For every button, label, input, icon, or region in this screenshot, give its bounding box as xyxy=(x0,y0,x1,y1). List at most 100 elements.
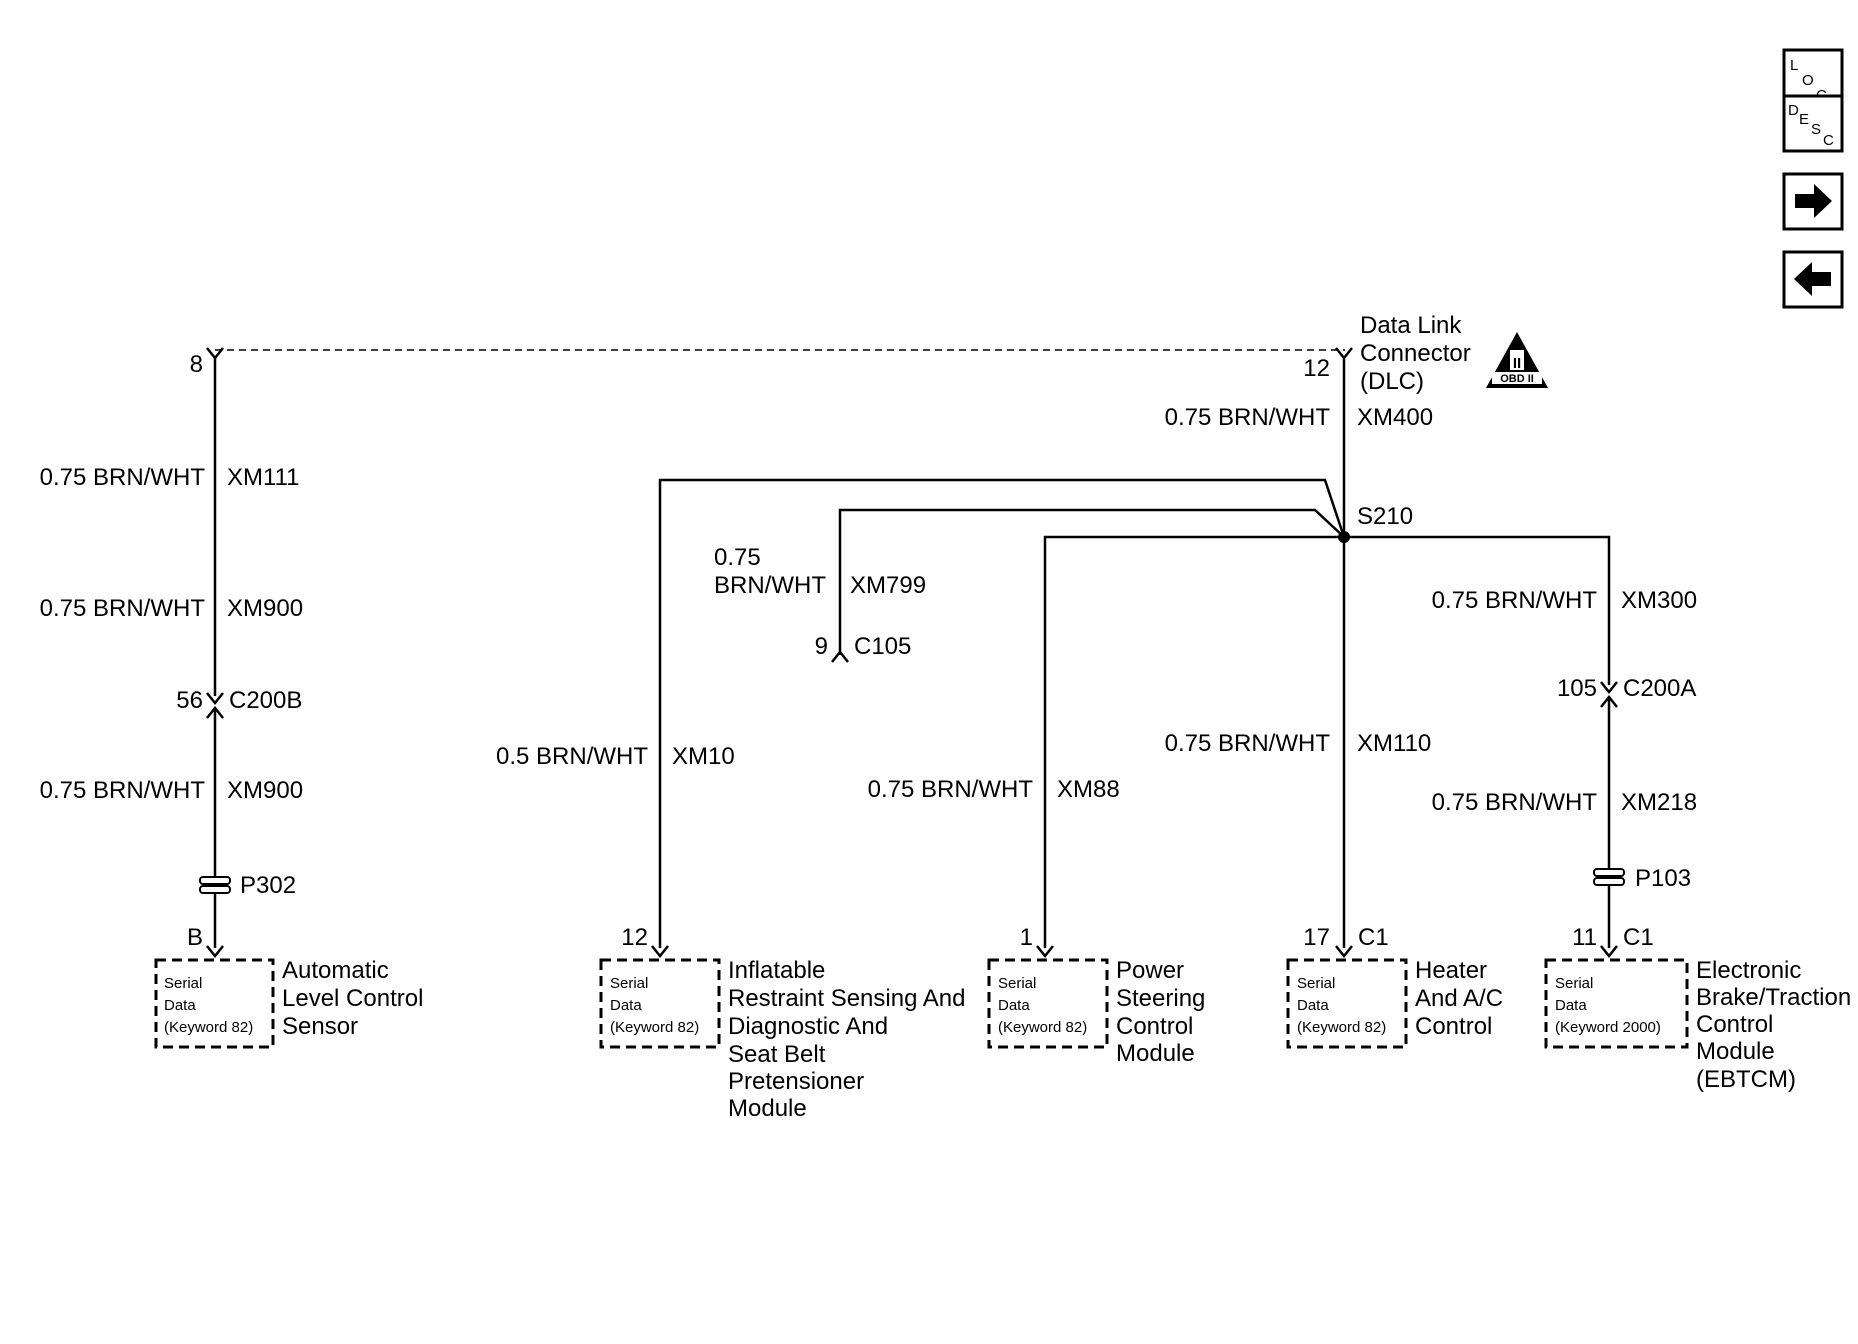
left-top-pin: 8 xyxy=(190,351,203,378)
arrow-right-icon xyxy=(1795,184,1832,218)
xm10-gauge: 0.5 BRN/WHT xyxy=(496,743,648,770)
module-2-pin: 12 xyxy=(621,924,648,951)
dlc-title-line3: (DLC) xyxy=(1360,368,1424,395)
c105-name: C105 xyxy=(854,633,911,660)
dlc-title-line2: Connector xyxy=(1360,340,1471,367)
obd-ii-badge: II OBD II xyxy=(1486,332,1548,388)
xm300-circuit: XM300 xyxy=(1621,587,1697,614)
module-5-keyword: (Keyword 2000) xyxy=(1555,1019,1661,1036)
module-ebtcm: 11 C1 Serial Data (Keyword 2000) Electro… xyxy=(1544,924,1851,1093)
module-3-name-line4: Module xyxy=(1116,1040,1195,1067)
module-power-steering: 1 Serial Data (Keyword 82) Power Steerin… xyxy=(987,924,1205,1067)
module-4-serial: Serial xyxy=(1297,975,1335,992)
module-5-serial: Serial xyxy=(1555,975,1593,992)
c200b-name: C200B xyxy=(229,687,302,714)
desc-button[interactable]: D E S C xyxy=(1782,94,1844,153)
module-2-serial: Serial xyxy=(610,975,648,992)
desc-letter-c: C xyxy=(1823,132,1834,149)
desc-letter-e: E xyxy=(1799,111,1809,128)
module-3-name-line3: Control xyxy=(1116,1013,1193,1040)
branch-inflatable-restraint: 0.5 BRN/WHT XM10 xyxy=(496,478,1346,948)
module-1-data: Data xyxy=(164,997,196,1014)
module-5-name-line5: (EBTCM) xyxy=(1696,1066,1796,1093)
module-3-data: Data xyxy=(998,997,1030,1014)
module-4-data: Data xyxy=(1297,997,1329,1014)
branch-power-steering: 0.75 BRN/WHT XM88 xyxy=(868,535,1344,948)
main-trunk: 0.75 BRN/WHT XM400 S210 0.75 BRN/WHT XM1… xyxy=(1165,358,1433,948)
module-heater-ac-control: 17 C1 Serial Data (Keyword 82) Heater An… xyxy=(1286,924,1503,1049)
p302-label: P302 xyxy=(240,872,296,899)
xm900-circuit-lower: XM900 xyxy=(227,777,303,804)
module-4-pin: 17 xyxy=(1303,924,1330,951)
xm110-circuit: XM110 xyxy=(1357,730,1431,757)
branch-c105: 0.75 BRN/WHT XM799 9 C105 xyxy=(714,508,1345,663)
xm799-gauge-line1: 0.75 xyxy=(714,544,761,571)
xm111-gauge: 0.75 BRN/WHT xyxy=(40,464,206,491)
dlc-title-line1: Data Link xyxy=(1360,312,1462,339)
module-3-name-line1: Power xyxy=(1116,957,1184,984)
module-4-name-line2: And A/C xyxy=(1415,985,1503,1012)
module-5-name-line1: Electronic xyxy=(1696,957,1801,984)
module-3-pin: 1 xyxy=(1020,924,1033,951)
xm111-circuit: XM111 xyxy=(227,464,299,491)
module-automatic-level-control-sensor: Serial Data (Keyword 82) Automatic Level… xyxy=(154,957,423,1049)
module-2-name-line6: Module xyxy=(728,1095,807,1122)
xm88-circuit: XM88 xyxy=(1057,776,1120,803)
module-4-connector: C1 xyxy=(1358,924,1389,951)
dlc-connector: Data Link Connector (DLC) 12 xyxy=(1303,312,1470,395)
xm110-gauge: 0.75 BRN/WHT xyxy=(1165,730,1331,757)
c200a-name: C200A xyxy=(1623,675,1696,702)
module-4-name-line1: Heater xyxy=(1415,957,1487,984)
module-2-name-line4: Seat Belt xyxy=(728,1041,826,1068)
module-1-name-line1: Automatic xyxy=(282,957,389,984)
c200a-pin: 105 xyxy=(1557,675,1597,702)
module-2-name-line1: Inflatable xyxy=(728,957,825,984)
module-5-pin: 11 xyxy=(1572,924,1597,951)
module-inflatable-restraint: 12 Serial Data (Keyword 82) Inflatable R… xyxy=(599,924,965,1122)
xm10-circuit: XM10 xyxy=(672,743,735,770)
previous-page-button[interactable] xyxy=(1782,250,1844,309)
module-2-data: Data xyxy=(610,997,642,1014)
next-page-button[interactable] xyxy=(1782,172,1844,231)
xm218-gauge: 0.75 BRN/WHT xyxy=(1432,789,1598,816)
xm400-circuit: XM400 xyxy=(1357,404,1433,431)
module-1-keyword: (Keyword 82) xyxy=(164,1019,253,1036)
module-5-name-line4: Module xyxy=(1696,1038,1775,1065)
module-2-name-line5: Pretensioner xyxy=(728,1068,864,1095)
p103-grommet xyxy=(1593,868,1625,886)
loc-letter-o: O xyxy=(1802,72,1814,89)
module-1-name-line2: Level Control xyxy=(282,985,423,1012)
xm900-gauge-lower: 0.75 BRN/WHT xyxy=(40,777,206,804)
module-1-serial: Serial xyxy=(164,975,202,992)
desc-letter-d: D xyxy=(1788,102,1799,119)
p302-grommet xyxy=(199,876,231,894)
module-2-name-line2: Restraint Sensing And xyxy=(728,985,965,1012)
module-3-keyword: (Keyword 82) xyxy=(998,1019,1087,1036)
dlc-pin-number: 12 xyxy=(1303,355,1330,382)
module-3-name-line2: Steering xyxy=(1116,985,1205,1012)
loc-letter-l: L xyxy=(1790,57,1798,74)
module-1-name-line3: Sensor xyxy=(282,1013,358,1040)
xm218-circuit: XM218 xyxy=(1621,789,1697,816)
module-4-keyword: (Keyword 82) xyxy=(1297,1019,1386,1036)
xm799-gauge-line2: BRN/WHT xyxy=(714,572,826,599)
c105-pin: 9 xyxy=(815,633,828,660)
xm300-gauge: 0.75 BRN/WHT xyxy=(1432,587,1598,614)
left-harness: 8 0.75 BRN/WHT XM111 0.75 BRN/WHT XM900 … xyxy=(40,347,303,959)
s210-label: S210 xyxy=(1357,503,1413,530)
xm799-circuit: XM799 xyxy=(850,572,926,599)
module-3-serial: Serial xyxy=(998,975,1036,992)
c200b-pin: 56 xyxy=(176,687,203,714)
module-5-data: Data xyxy=(1555,997,1587,1014)
xm400-gauge: 0.75 BRN/WHT xyxy=(1165,404,1331,431)
arrow-left-icon xyxy=(1794,262,1831,296)
module-5-name-line3: Control xyxy=(1696,1011,1773,1038)
p103-label: P103 xyxy=(1635,865,1691,892)
xm900-circuit-upper: XM900 xyxy=(227,595,303,622)
xm900-gauge-upper: 0.75 BRN/WHT xyxy=(40,595,206,622)
module-2-name-line3: Diagnostic And xyxy=(728,1013,888,1040)
desc-letter-s: S xyxy=(1811,121,1821,138)
xm88-gauge: 0.75 BRN/WHT xyxy=(868,776,1034,803)
obd-badge-roman: II xyxy=(1513,355,1521,372)
